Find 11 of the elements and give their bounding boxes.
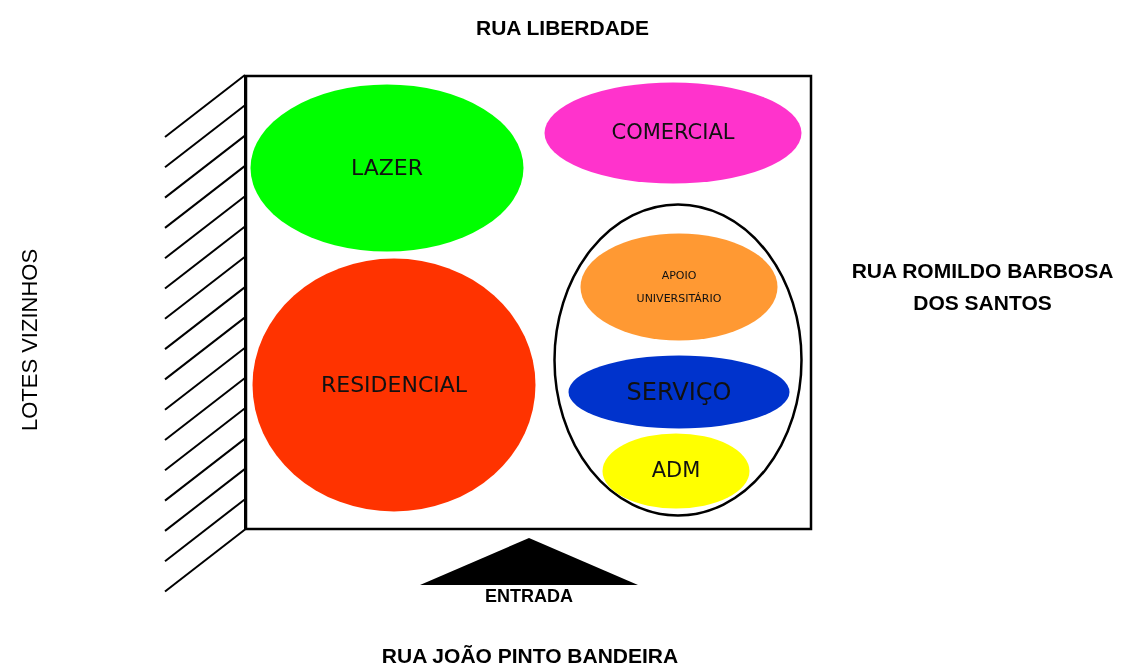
zone-label: LAZER — [350, 154, 424, 182]
street-name: RUA ROMILDO BARBOSA DOS SANTOS — [850, 258, 1115, 316]
street-name: RUA JOÃO PINTO BANDEIRA — [380, 643, 680, 664]
zone-label: APOIO UNIVERSITÁRIO — [635, 267, 723, 307]
zone-label: SERVIÇO — [626, 377, 732, 407]
zone-label: RESIDENCIAL — [320, 371, 468, 399]
neighbour-lots-label: LOTES VIZINHOS — [17, 248, 43, 432]
zone-label: ADM — [651, 458, 701, 484]
zone-label: COMERCIAL — [611, 120, 735, 146]
entrance-label: ENTRADA — [485, 586, 573, 607]
street-name: RUA LIBERDADE — [474, 15, 651, 41]
